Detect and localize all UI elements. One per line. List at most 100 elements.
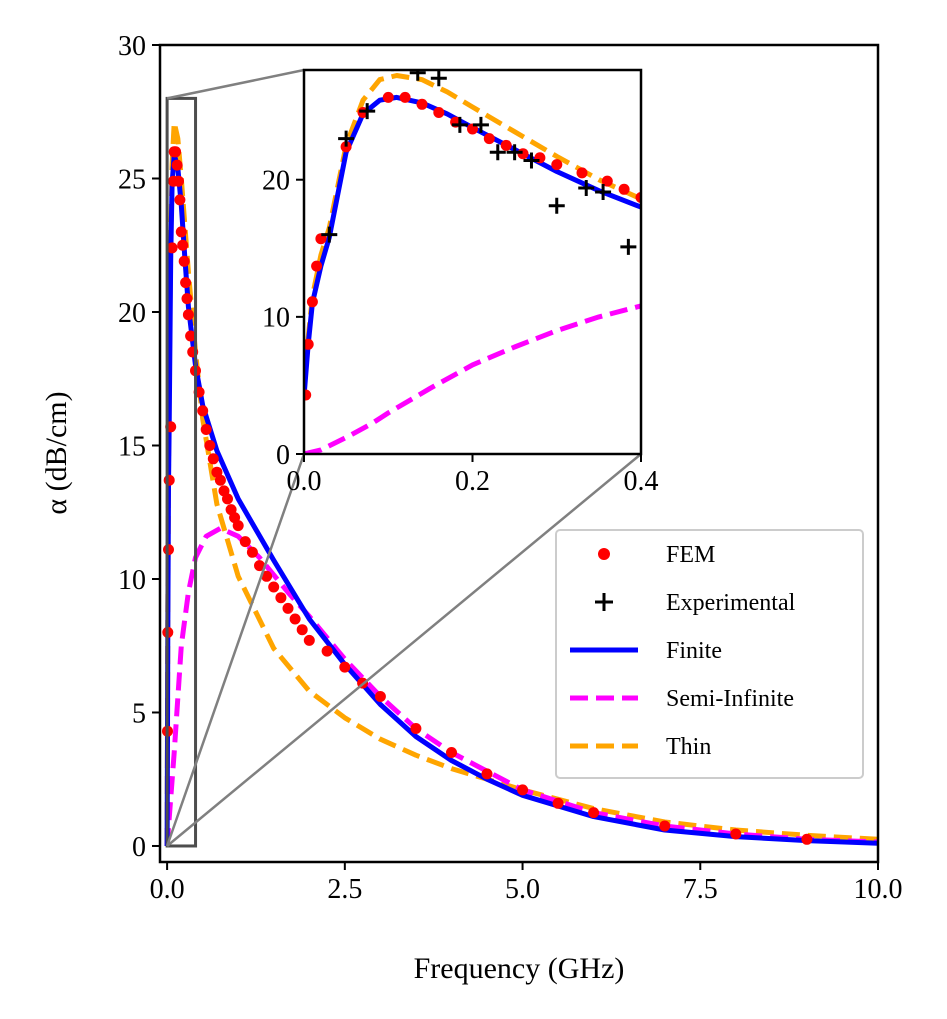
inset-fem-point: [306, 296, 318, 308]
inset-fem-point: [304, 338, 314, 350]
inset-fem-point: [433, 107, 445, 118]
legend-semi-infinite-label: Semi-Infinite: [666, 686, 794, 712]
main-fem-point: [446, 747, 457, 758]
main-fem-point: [730, 828, 742, 840]
main-fem-point: [517, 784, 529, 796]
inset-fem-point: [576, 167, 588, 179]
legend-experimental-label: Experimental: [666, 590, 796, 616]
main-fem-point: [170, 146, 182, 158]
inset-experimental-point: [578, 179, 595, 196]
inset-x-tick-label: 0.4: [624, 466, 659, 497]
main-fem-point: [182, 309, 194, 321]
legend-finite-label: Finite: [666, 638, 722, 664]
main-fem-point: [268, 581, 280, 593]
inset-experimental-point: [472, 116, 489, 133]
inset-experimental-point: [359, 103, 376, 120]
inset-experimental-point: [523, 152, 540, 169]
inset-experimental-point: [620, 238, 637, 255]
inset-fem-point: [340, 141, 352, 153]
inset-fem-point: [399, 91, 411, 103]
main-fem-point: [185, 330, 197, 342]
zoom-connector-bottom: [166, 453, 642, 847]
zoom-indicator: [165, 68, 642, 848]
inset-fem-point: [618, 183, 630, 195]
main-x-tick-label: 10.0: [854, 874, 903, 905]
main-fem-point: [171, 159, 183, 171]
main-y-tick-label: 10: [118, 565, 146, 596]
inset-semi-infinite-line: [304, 303, 641, 454]
inset-y-tick-label: 10: [262, 303, 290, 334]
inset-experimental-point: [430, 70, 447, 87]
main-fem-point: [239, 536, 251, 548]
main-x-tick-label: 0.0: [150, 874, 185, 905]
main-fem-point: [173, 175, 184, 187]
main-y-tick-label: 20: [118, 298, 146, 329]
inset-fem-point: [601, 175, 613, 187]
inset-y-tick-label: 20: [262, 166, 290, 197]
main-fem-point: [303, 634, 315, 646]
main-x-tick-label: 7.5: [683, 874, 718, 905]
x-axis-title: Frequency (GHz): [414, 952, 625, 985]
main-fem-point: [204, 440, 216, 451]
main-fem-point: [321, 645, 333, 657]
main-fem-point: [481, 768, 493, 780]
main-fem-point: [552, 797, 564, 809]
main-y-tick-label: 25: [118, 164, 146, 195]
main-fem-point: [197, 405, 209, 417]
main-y-tick-label: 0: [132, 832, 146, 863]
legend-fem-swatch: [598, 548, 610, 560]
main-fem-point: [222, 493, 233, 505]
main-fem-point: [174, 194, 186, 206]
main-fem-point: [659, 820, 671, 832]
main-fem-point: [254, 560, 265, 572]
main-fem-point: [282, 602, 294, 614]
inset-fem-point: [416, 98, 428, 110]
zoom-connector-top: [166, 68, 305, 100]
inset-experimental-point: [595, 184, 612, 201]
main-fem-point: [214, 474, 226, 486]
inset-fem-point: [311, 260, 323, 272]
main-fem-point: [180, 277, 192, 289]
inset-experimental-point: [451, 116, 468, 133]
inset-fem-point: [304, 389, 312, 401]
main-fem-point: [801, 833, 813, 845]
main-fem-point: [410, 723, 422, 734]
main-fem-point: [261, 570, 273, 582]
main-y-tick-label: 5: [132, 698, 146, 729]
main-fem-point: [178, 255, 190, 267]
main-x-tick-label: 5.0: [505, 874, 540, 905]
main-fem-point: [200, 424, 212, 435]
legend-box: [555, 529, 864, 779]
inset-series-layer: [304, 70, 641, 454]
main-fem-point: [289, 613, 301, 625]
inset-x-tick-label: 0.0: [287, 466, 322, 497]
main-fem-point: [175, 226, 187, 238]
inset-fem-point: [551, 159, 563, 171]
main-y-tick-label: 15: [118, 431, 146, 462]
inset-experimental-point: [506, 144, 523, 161]
zoom-connector-diagonal: [165, 453, 306, 847]
main-fem-point: [232, 520, 244, 532]
main-fem-point: [275, 592, 287, 604]
inset-fem-point: [500, 139, 512, 151]
inset-fem-point: [382, 91, 394, 103]
inset-experimental-point: [409, 70, 426, 81]
inset-x-tick-label: 0.2: [455, 466, 490, 497]
main-fem-point: [339, 661, 351, 673]
y-axis-title: α (dB/cm): [40, 391, 73, 514]
main-plot-frame: [158, 43, 880, 864]
legend-fem-label: FEM: [666, 542, 715, 568]
main-fem-point: [166, 242, 178, 254]
inset-experimental-point: [548, 197, 565, 214]
inset-fem-point: [635, 192, 641, 203]
zoom-region-box: [165, 96, 198, 848]
inset-experimental-point: [489, 144, 506, 161]
main-fem-point: [207, 453, 219, 465]
main-y-tick-label: 30: [118, 31, 146, 62]
